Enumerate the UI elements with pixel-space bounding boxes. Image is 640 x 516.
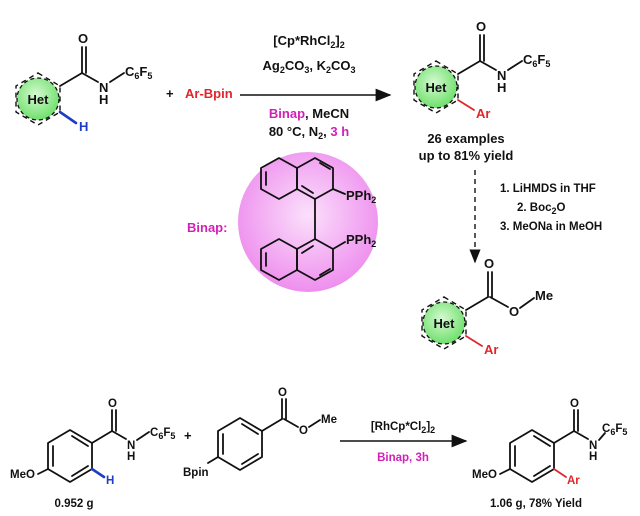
het-label: Het <box>434 316 456 331</box>
reactant-mass: 0.952 g <box>55 498 94 510</box>
product-result: 1.06 g, 78% Yield <box>490 498 582 510</box>
het-label: Het <box>426 80 448 95</box>
amide-h: H <box>99 92 108 107</box>
methyl-group: Me <box>321 414 337 426</box>
binap-ligand: Binap: PPh2 PPh2 <box>187 152 378 292</box>
carbonyl-o: O <box>570 398 579 410</box>
ester-ar-group: Ar <box>484 342 498 357</box>
reactant-het-amide: Het H O N H C6F5 <box>15 31 152 134</box>
example-plus: + <box>184 428 192 443</box>
binap-caption: Binap: <box>187 220 227 235</box>
carbonyl-o: O <box>108 398 117 410</box>
transformation-steps: 1. LiHMDS in THF 2. Boc2O 3. MeONa in Me… <box>500 183 602 233</box>
example-catalyst: [RhCp*Cl2]2 <box>371 421 435 435</box>
plus-sign: + <box>166 86 174 101</box>
conditions-block: [Cp*RhCl2]2 Ag2CO3, K2CO3 Binap, MeCN 80… <box>240 33 392 141</box>
carbonyl-o: O <box>78 31 88 46</box>
arbpin-reagent: Ar-Bpin <box>185 86 233 101</box>
carbonyl-o: O <box>476 19 486 34</box>
bpin-group: Bpin <box>183 467 209 479</box>
ester-o: O <box>299 425 308 437</box>
example-conditions: [RhCp*Cl2]2 Binap, 3h <box>340 421 468 464</box>
catalyst-text: [Cp*RhCl2]2 <box>273 33 344 50</box>
pph2-upper: PPh2 <box>346 188 376 205</box>
c6f5-group: C6F5 <box>150 427 175 441</box>
c6f5-group: C6F5 <box>523 52 550 69</box>
amide-n: N <box>127 440 135 452</box>
yield-range: up to 81% yield <box>419 148 514 163</box>
ligand-solvent-text: Binap, MeCN <box>269 106 349 121</box>
c6f5-group: C6F5 <box>125 64 152 81</box>
example-boronate: Bpin O O Me <box>183 387 337 479</box>
ester-product: Het Ar O O Me <box>421 256 553 357</box>
amide-h: H <box>497 80 506 95</box>
amide-h: H <box>127 451 135 463</box>
c6f5-group: C6F5 <box>602 423 627 437</box>
het-ring-highlight <box>414 65 458 109</box>
product-ar-group: Ar <box>567 475 580 487</box>
additives-text: Ag2CO3, K2CO3 <box>262 58 355 75</box>
step-3: 3. MeONa in MeOH <box>500 221 602 233</box>
product-het-ar-amide: Het Ar O N H C6F5 <box>413 19 550 121</box>
methoxy-group: MeO <box>10 469 35 481</box>
het-label: Het <box>28 92 50 107</box>
step-1: 1. LiHMDS in THF <box>500 183 596 195</box>
ester-carbonyl-o: O <box>278 387 287 399</box>
amide-n: N <box>99 80 108 95</box>
step-2: 2. Boc2O <box>517 202 566 216</box>
example-reactant: MeO H O N H C6F5 <box>10 398 175 487</box>
ortho-h-atom: H <box>106 475 114 487</box>
methyl-group: Me <box>535 288 553 303</box>
product-ar-group: Ar <box>476 106 490 121</box>
examples-count: 26 examples <box>427 131 504 146</box>
amide-n: N <box>497 68 506 83</box>
example-conditions-text: Binap, 3h <box>377 452 429 464</box>
amide-h: H <box>589 451 597 463</box>
het-ring-highlight <box>422 301 466 345</box>
amide-n: N <box>589 440 597 452</box>
ester-o: O <box>509 304 519 319</box>
example-product: MeO Ar O N H C6F5 <box>472 398 627 487</box>
ring-h-atom: H <box>79 119 88 134</box>
binap-highlight-circle <box>238 152 378 292</box>
het-ring-highlight <box>16 77 60 121</box>
methoxy-group: MeO <box>472 469 497 481</box>
pph2-lower: PPh2 <box>346 232 376 249</box>
ester-carbonyl-o: O <box>484 256 494 271</box>
temp-time-text: 80 °C, N2, 3 h <box>269 124 349 141</box>
